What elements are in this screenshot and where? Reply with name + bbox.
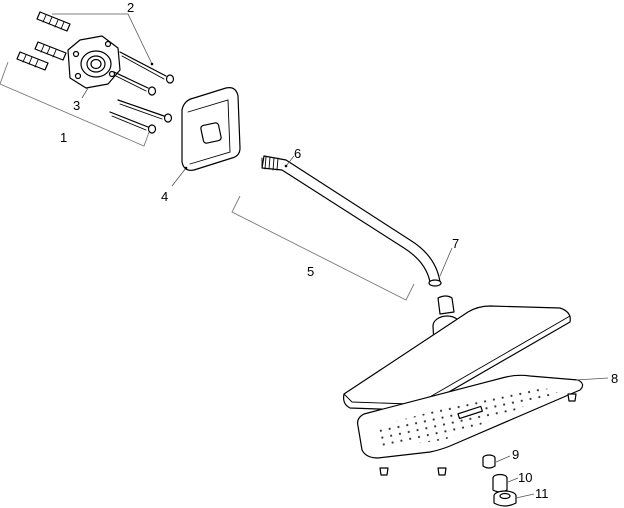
label-5: 5 [307, 264, 314, 279]
clip-2 [379, 467, 389, 476]
label-11: 11 [535, 486, 549, 501]
wall-flange [67, 35, 121, 89]
clip-1 [567, 393, 577, 402]
label-9: 9 [512, 447, 519, 462]
leader-6 [285, 155, 295, 167]
leader-11 [515, 493, 535, 499]
leader-2 [52, 13, 153, 65]
group-bracket-5 [231, 195, 415, 301]
screw-1 [119, 51, 175, 84]
leader-9 [495, 455, 511, 463]
label-3: 3 [73, 98, 80, 113]
label-10: 10 [518, 470, 532, 485]
leader-4 [171, 167, 187, 187]
clip-3 [437, 467, 447, 476]
group-bracket-1 [0, 61, 153, 147]
leader-10 [507, 477, 519, 483]
shower-arm [261, 155, 442, 287]
label-2: 2 [127, 0, 134, 15]
leader-7 [439, 247, 453, 277]
nut-part [493, 490, 517, 507]
wall-plug-lower [16, 51, 49, 71]
label-6: 6 [294, 146, 301, 161]
spray-plate [357, 374, 584, 459]
label-8: 8 [611, 371, 618, 386]
label-7: 7 [452, 236, 459, 251]
nipple-part [482, 454, 496, 469]
screw-3 [117, 99, 173, 123]
wall-plug-top [36, 11, 71, 32]
leader-8 [575, 377, 609, 381]
leader-3 [81, 87, 89, 99]
screw-4 [109, 111, 157, 134]
sleeve-part [492, 473, 508, 493]
screw-2 [113, 71, 157, 96]
label-4: 4 [161, 189, 168, 204]
wall-plug-middle [34, 41, 67, 61]
label-1: 1 [60, 130, 67, 145]
cover-plate [181, 87, 241, 171]
